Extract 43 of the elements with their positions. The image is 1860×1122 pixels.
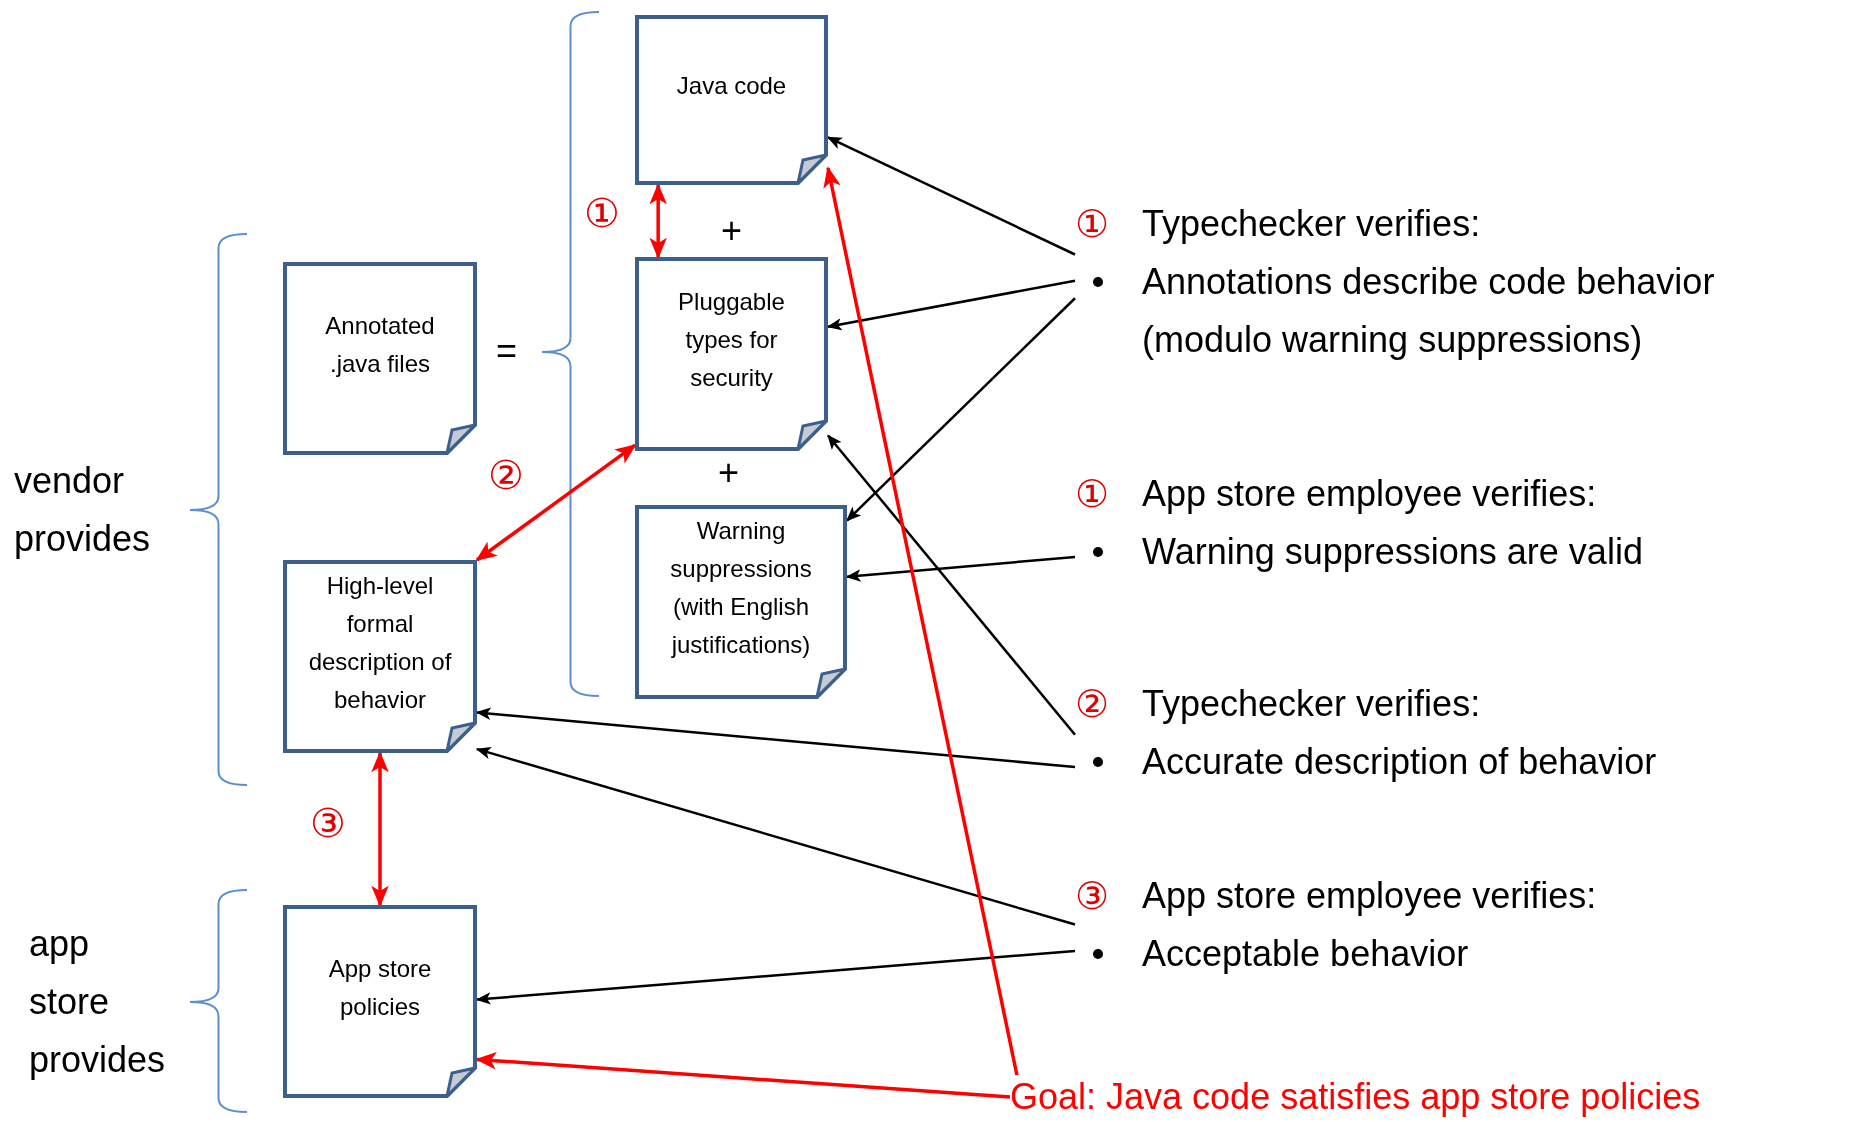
double-arrow bbox=[649, 183, 667, 259]
document-box bbox=[283, 905, 477, 1098]
arrow bbox=[475, 1052, 1011, 1099]
arrow bbox=[827, 434, 1076, 736]
document-box bbox=[635, 257, 828, 451]
box-text: Java code bbox=[676, 71, 787, 101]
box-text: Annotated .java files bbox=[324, 310, 436, 379]
callout-number: ① bbox=[1075, 201, 1110, 248]
statement-heading: Typechecker verifies: bbox=[1142, 202, 1481, 246]
double-arrow bbox=[371, 751, 389, 907]
document-box bbox=[635, 15, 828, 185]
equals-sign: = bbox=[496, 329, 519, 373]
plus-sign: + bbox=[721, 209, 744, 253]
box-text: High-level formal description of behavior bbox=[307, 570, 453, 715]
arrow bbox=[846, 297, 1076, 522]
callout-number: ③ bbox=[1075, 873, 1110, 920]
callout-number: ② bbox=[1075, 681, 1110, 728]
double-arrow bbox=[475, 443, 637, 562]
arrow bbox=[845, 555, 1076, 582]
plus-sign: + bbox=[718, 451, 741, 495]
arrow bbox=[475, 747, 1076, 926]
callout-number: ① bbox=[1075, 471, 1110, 518]
bullet-text: Annotations describe code behavior (modulo warning suppressions) bbox=[1142, 260, 1716, 362]
statement-heading: App store employee verifies: bbox=[1142, 472, 1597, 516]
arrow bbox=[475, 949, 1076, 1005]
group-label: app store provides bbox=[29, 922, 167, 1082]
goal-text: Goal: Java code satisfies app store policies bbox=[1010, 1075, 1701, 1119]
statement-heading: Typechecker verifies: bbox=[1142, 682, 1481, 726]
box-text: App store policies bbox=[327, 953, 433, 1022]
arrow bbox=[826, 136, 1076, 256]
arrow bbox=[826, 279, 1076, 331]
document-box bbox=[283, 262, 477, 455]
bullet-text: Warning suppressions are valid bbox=[1142, 530, 1644, 574]
arrow bbox=[823, 166, 1019, 1076]
arrow bbox=[475, 707, 1076, 769]
bullet-text: Acceptable behavior bbox=[1142, 932, 1470, 976]
document-box bbox=[635, 505, 847, 699]
bullet-text: Accurate description of behavior bbox=[1142, 740, 1658, 784]
document-box bbox=[283, 560, 477, 753]
statement-heading: App store employee verifies: bbox=[1142, 874, 1597, 918]
box-text: Warning suppressions (with English justifications) bbox=[669, 516, 813, 660]
group-label: vendor provides bbox=[14, 459, 152, 561]
box-text: Pluggable types for security bbox=[677, 287, 786, 393]
